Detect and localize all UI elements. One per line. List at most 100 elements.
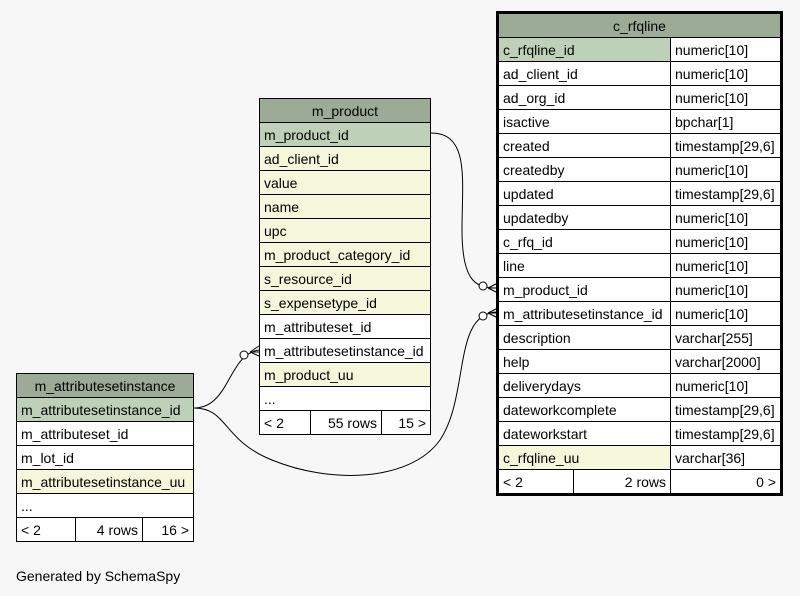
row-count: 55 rows (310, 410, 382, 435)
table-title[interactable]: m_attributesetinstance (16, 373, 194, 398)
column-name[interactable]: isactive (497, 109, 671, 134)
column-type: numeric[10] (670, 277, 782, 302)
column-type: numeric[10] (670, 253, 782, 278)
optional-marker-product (478, 281, 488, 291)
column-name[interactable]: created (497, 133, 671, 158)
column-name[interactable]: name (259, 194, 431, 219)
column-type: numeric[10] (670, 373, 782, 398)
column-type: bpchar[1] (670, 109, 782, 134)
optional-marker-product-asi (239, 350, 249, 360)
column-name[interactable]: dateworkcomplete (497, 397, 671, 422)
column-name[interactable]: ad_client_id (259, 146, 431, 171)
crowfoot-product-asi (249, 345, 260, 357)
parents-link[interactable]: < 2 (497, 469, 574, 495)
column-name[interactable]: ... (16, 493, 194, 518)
column-name[interactable]: m_attributesetinstance_id (259, 338, 431, 363)
column-name[interactable]: updated (497, 181, 671, 206)
column-name[interactable]: help (497, 349, 671, 374)
table-title[interactable]: m_product (259, 98, 431, 123)
column-name[interactable]: createdby (497, 157, 671, 182)
column-row: m_lot_id (16, 445, 194, 470)
column-name[interactable]: s_expensetype_id (259, 290, 431, 315)
column-name[interactable]: m_product_category_id (259, 242, 431, 267)
column-name[interactable]: ad_client_id (497, 61, 671, 86)
children-link[interactable]: 15 > (381, 410, 431, 435)
column-type: numeric[10] (670, 301, 782, 326)
column-name[interactable]: m_product_id (259, 122, 431, 147)
column-name[interactable]: m_attributeset_id (16, 421, 194, 446)
column-name[interactable]: m_lot_id (16, 445, 194, 470)
column-name[interactable]: c_rfqline_id (497, 37, 671, 62)
column-name[interactable]: m_product_uu (259, 362, 431, 387)
column-row: m_attributesetinstance_uu (16, 469, 194, 494)
column-name[interactable]: m_product_id (497, 277, 671, 302)
column-name[interactable]: ... (259, 386, 431, 411)
column-name[interactable]: m_attributesetinstance_id (16, 397, 194, 422)
column-name[interactable]: s_resource_id (259, 266, 431, 291)
column-type: timestamp[29,6] (670, 181, 782, 206)
column-row: m_attributesetinstance_id (259, 338, 431, 363)
column-name[interactable]: line (497, 253, 671, 278)
children-link[interactable]: 16 > (142, 517, 194, 542)
link-rfqline-asi (193, 311, 499, 476)
column-name[interactable]: value (259, 170, 431, 195)
column-name[interactable]: c_rfq_id (497, 229, 671, 254)
column-type: timestamp[29,6] (670, 397, 782, 422)
column-row: m_attributeset_id (259, 314, 431, 339)
table-title[interactable]: c_rfqline (497, 12, 782, 38)
column-type: timestamp[29,6] (670, 421, 782, 446)
column-row: s_expensetype_id (259, 290, 431, 315)
row-count: 4 rows (75, 517, 143, 542)
column-name[interactable]: description (497, 325, 671, 350)
parents-link[interactable]: < 2 (259, 410, 311, 435)
column-row: m_product_id (259, 122, 431, 147)
column-type: numeric[10] (670, 229, 782, 254)
column-row: m_attributesetinstance_id (16, 397, 194, 422)
column-type: timestamp[29,6] (670, 133, 782, 158)
table-footer: < 2 55 rows 15 > (259, 410, 431, 435)
column-row: m_attributeset_id (16, 421, 194, 446)
link-product-asi (193, 349, 260, 409)
column-name[interactable]: ad_org_id (497, 85, 671, 110)
column-type: numeric[10] (670, 205, 782, 230)
column-name[interactable]: m_attributeset_id (259, 314, 431, 339)
column-row: upc (259, 218, 431, 243)
column-name[interactable]: updatedby (497, 205, 671, 230)
column-name[interactable]: c_rfqline_uu (497, 445, 671, 470)
column-type: numeric[10] (670, 85, 782, 110)
column-row: m_product_category_id (259, 242, 431, 267)
column-name[interactable]: m_attributesetinstance_id (497, 301, 671, 326)
column-row: m_product_uu (259, 362, 431, 387)
generated-by-label: Generated by SchemaSpy (16, 568, 181, 584)
column-name[interactable]: upc (259, 218, 431, 243)
column-name[interactable]: dateworkstart (497, 421, 671, 446)
children-link[interactable]: 0 > (670, 469, 782, 495)
column-name[interactable]: deliverydays (497, 373, 671, 398)
column-row: value (259, 170, 431, 195)
column-type: varchar[36] (670, 445, 782, 470)
column-row: ... (16, 493, 194, 518)
table-footer: < 2 2 rows 0 > (497, 469, 782, 495)
column-row: ... (259, 386, 431, 411)
column-name[interactable]: m_attributesetinstance_uu (16, 469, 194, 494)
table-m_attributesetinstance: m_attributesetinstance m_attributesetins… (16, 373, 194, 542)
column-type: varchar[255] (670, 325, 782, 350)
parents-link[interactable]: < 2 (16, 517, 76, 542)
column-row: name (259, 194, 431, 219)
